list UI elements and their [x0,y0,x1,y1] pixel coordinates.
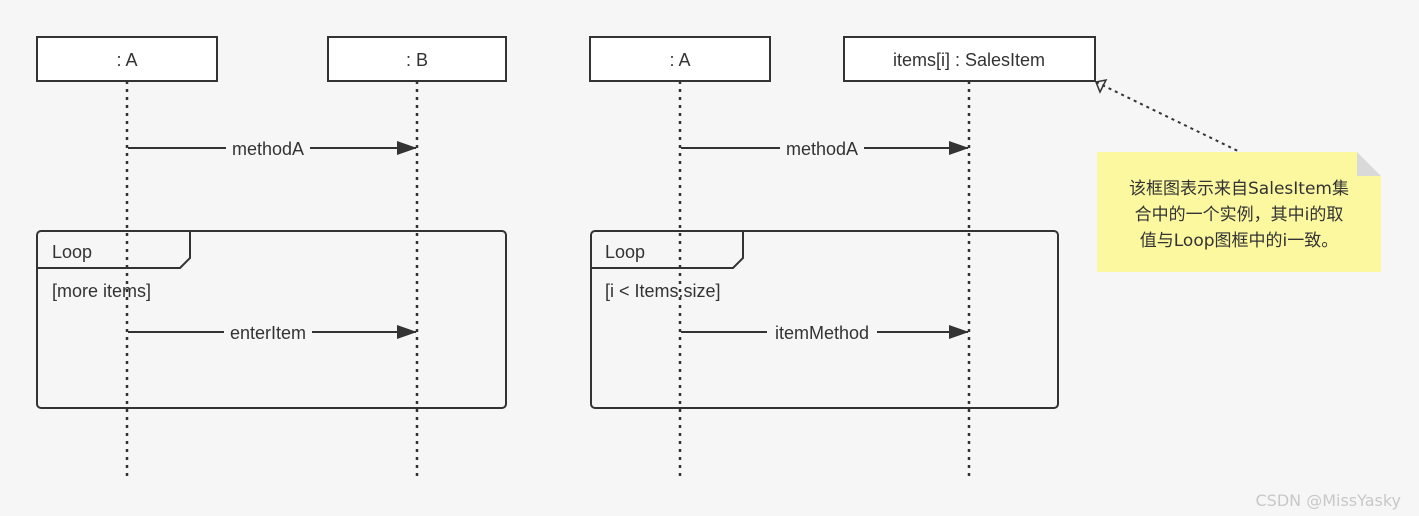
annotation-note[interactable]: 该框图表示来自SalesItem集 合中的一个实例，其中i的取 值与Loop图框… [1097,152,1381,272]
label-bg [226,138,310,158]
lifeline-a-box[interactable] [36,36,218,82]
lifeline-a-box[interactable] [589,36,771,82]
left-sequence-diagram: : A : B methodA Loop [more items] enterI… [36,36,507,478]
loop-guard: [more items] [52,281,151,301]
loop-frame[interactable] [590,230,1059,409]
loop-frame-tab [591,231,744,269]
message-label-methodA: methodA [786,139,858,159]
right-sequence-diagram: : A items[i] : SalesItem methodA Loop [i… [589,36,1241,478]
note-connector [1095,81,1241,153]
loop-label: Loop [52,242,92,262]
label-bg [224,322,312,342]
note-line-2: 合中的一个实例，其中i的取 [1134,205,1344,225]
lifeline-a-label: : A [669,50,690,70]
lifeline-salesitem-label: items[i] : SalesItem [893,50,1045,70]
message-label-enterItem: enterItem [230,323,306,343]
message-label-methodA: methodA [232,139,304,159]
note-line-1: 该框图表示来自SalesItem集 [1129,179,1349,199]
lifeline-b-label: : B [406,50,428,70]
label-bg [780,138,864,158]
note-anchor-mark [1094,78,1108,94]
loop-frame-tab [37,231,191,269]
watermark: CSDN @MissYasky [1255,491,1402,510]
message-label-itemMethod: itemMethod [775,323,869,343]
lifeline-a-label: : A [116,50,137,70]
label-bg [767,322,877,342]
note-folded-corner [1357,152,1381,176]
loop-frame[interactable] [36,230,507,409]
note-line-3: 值与Loop图框中的i一致。 [1139,231,1339,251]
loop-guard: [i < Items.size] [605,281,721,301]
loop-label: Loop [605,242,645,262]
